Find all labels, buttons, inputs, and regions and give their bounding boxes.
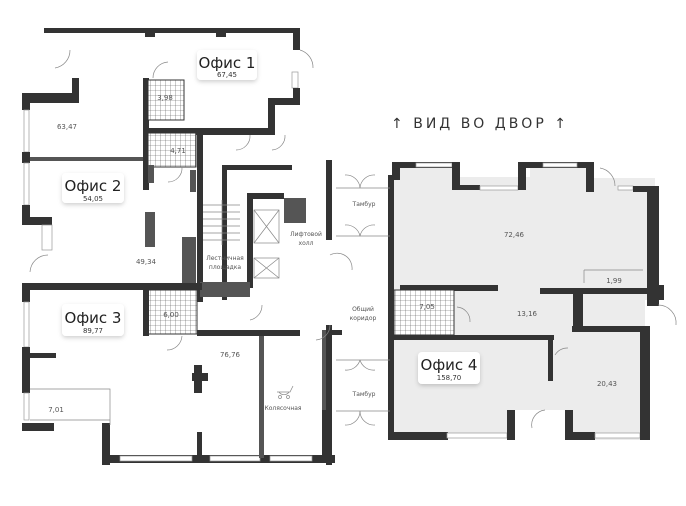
room-names: Лестничная площадка Лифтовой холл Колясо…	[206, 201, 376, 412]
vestibule-label: Тамбур	[352, 201, 376, 208]
stroller-room-label: Колясочная	[264, 405, 301, 412]
room-area: 3,98	[157, 94, 173, 102]
office-title: Офис 3	[65, 309, 122, 327]
room-area: 49,34	[136, 258, 157, 266]
room-areas: 3,98 4,71 63,47 49,34 6,00 76,76 7,01 72…	[48, 94, 622, 414]
stair-landing-label: площадка	[209, 264, 242, 271]
office-title: Офис 4	[421, 356, 478, 374]
office-1-card[interactable]: Офис 1 67,45	[197, 50, 257, 80]
room-area: 4,71	[170, 147, 186, 155]
walls-right	[326, 162, 664, 465]
room-area: 76,76	[220, 351, 241, 359]
stair-landing-label: Лестничная	[206, 255, 244, 262]
room-area: 13,16	[517, 310, 538, 318]
office-area: 54,05	[83, 195, 103, 203]
walls-left	[22, 28, 335, 465]
room-area: 72,46	[504, 231, 525, 239]
office-4-card[interactable]: Офис 4 158,70	[418, 352, 480, 384]
doors	[29, 49, 677, 429]
office-area: 89,77	[83, 327, 103, 335]
office-title: Офис 1	[199, 54, 256, 72]
room-area: 7,05	[419, 303, 435, 311]
office-3-card[interactable]: Офис 3 89,77	[62, 304, 124, 336]
room-area: 7,01	[48, 406, 64, 414]
corridor-label: Общий	[352, 306, 374, 313]
corridor-label: коридор	[350, 315, 377, 322]
room-area: 6,00	[163, 311, 179, 319]
office-2-card[interactable]: Офис 2 54,05	[62, 173, 124, 203]
lift-hall-label: Лифтовой	[290, 231, 322, 238]
room-area: 20,43	[597, 380, 617, 388]
view-to-yard-label: ↑ ВИД ВО ДВОР ↑	[391, 116, 569, 132]
room-area: 1,99	[606, 277, 622, 285]
office-area: 158,70	[437, 374, 462, 382]
office-title: Офис 2	[65, 177, 122, 195]
office-area: 67,45	[217, 71, 237, 79]
lift-hall-label: холл	[299, 240, 314, 247]
vestibule-label: Тамбур	[352, 391, 376, 398]
stroller-icon	[277, 385, 294, 399]
stairs	[203, 200, 240, 245]
room-area: 63,47	[57, 123, 77, 131]
